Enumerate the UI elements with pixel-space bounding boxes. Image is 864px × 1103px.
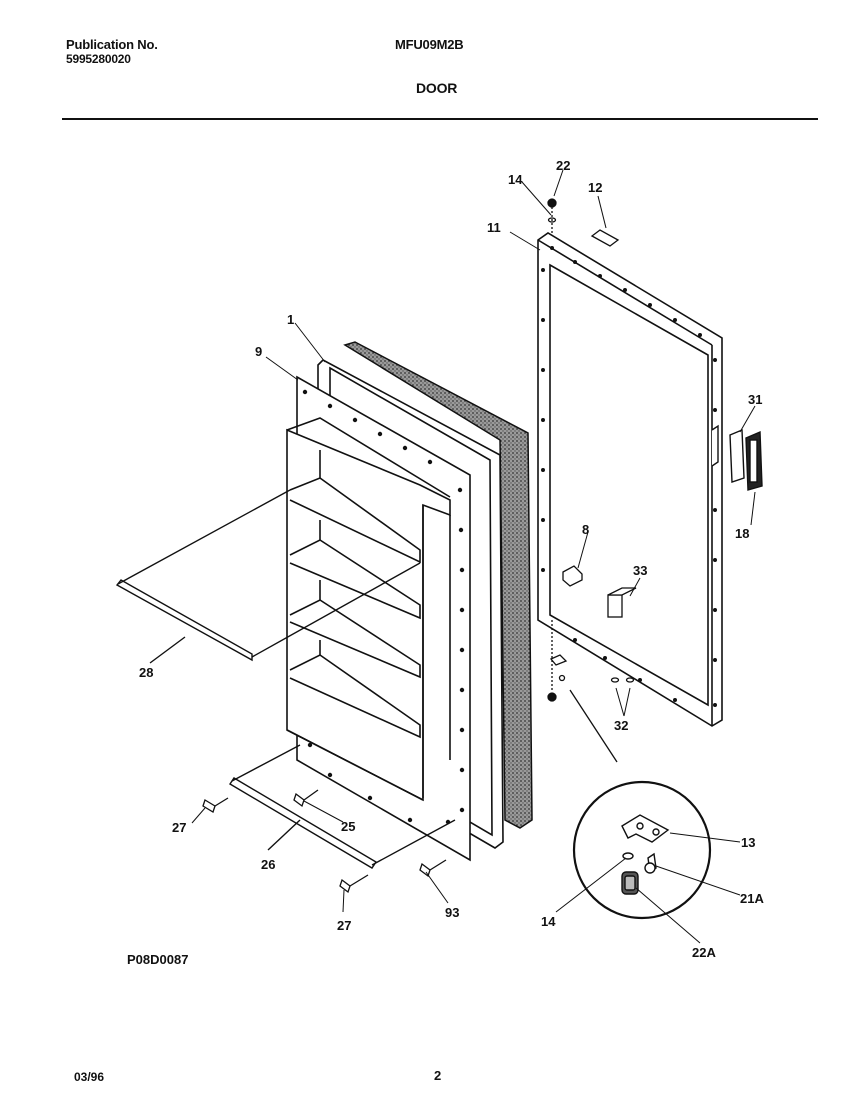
- callout-93: 93: [445, 905, 459, 920]
- hinge-cap-parts: [547, 198, 620, 247]
- callout-27-top: 27: [172, 820, 186, 835]
- diagram-code: P08D0087: [127, 952, 188, 967]
- footer-date: 03/96: [74, 1070, 105, 1084]
- header-rule: [62, 118, 818, 120]
- callout-8: 8: [582, 522, 589, 537]
- outer-door-panel: [537, 232, 723, 727]
- publication-number: 5995280020: [66, 52, 131, 66]
- door-inner-liner: [286, 375, 471, 862]
- kick-plate-bar: [229, 744, 456, 869]
- callout-12: 12: [588, 180, 602, 195]
- detail-parts: [621, 814, 670, 895]
- callout-13: 13: [741, 835, 755, 850]
- callout-27-bottom: 27: [337, 918, 351, 933]
- callout-14-top: 14: [508, 172, 523, 187]
- callout-31: 31: [748, 392, 762, 407]
- bottom-hinge-parts: [547, 620, 635, 763]
- footer-page-number: 2: [434, 1068, 442, 1083]
- detail-circle: [572, 780, 712, 920]
- callout-1: 1: [287, 312, 294, 327]
- door-handle: [711, 424, 763, 491]
- callout-14-detail: 14: [541, 914, 556, 929]
- callout-18: 18: [735, 526, 749, 541]
- leader-lines: [191, 169, 756, 944]
- shelf-rod: [115, 489, 421, 664]
- callout-22: 22: [556, 158, 570, 173]
- liner-screw-holes: [302, 389, 465, 825]
- callout-32: 32: [614, 718, 628, 733]
- callout-9: 9: [255, 344, 262, 359]
- callout-25: 25: [341, 819, 355, 834]
- publication-label: Publication No.: [66, 37, 158, 52]
- callout-22a: 22A: [692, 945, 716, 960]
- callout-28: 28: [139, 665, 153, 680]
- screws: [202, 789, 447, 894]
- hinge-bracket: [562, 565, 637, 618]
- callout-33: 33: [633, 563, 647, 578]
- model-number: MFU09M2B: [395, 37, 464, 52]
- callout-26: 26: [261, 857, 275, 872]
- section-title: DOOR: [416, 80, 458, 96]
- callout-11: 11: [487, 220, 501, 235]
- callout-21a: 21A: [740, 891, 764, 906]
- panel-screw-holes: [541, 246, 717, 707]
